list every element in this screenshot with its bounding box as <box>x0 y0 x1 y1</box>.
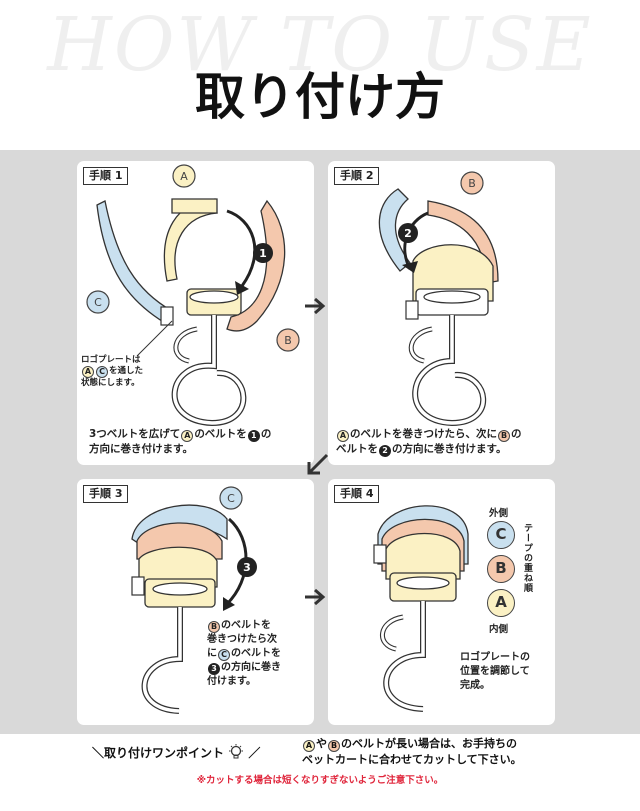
number-3-icon: 3 <box>208 663 220 675</box>
bg-title: HOW TO USE <box>47 2 593 88</box>
slash-divider: ／ <box>248 746 261 760</box>
svg-text:B: B <box>284 334 292 347</box>
caption-text: 巻きつけたら次 <box>207 634 277 645</box>
letter-b-icon: B <box>498 430 510 442</box>
note-line: 状態にします。 <box>81 378 140 388</box>
step-4-illustration <box>373 505 469 712</box>
step-label: 手順 2 <box>334 167 380 185</box>
lightbulb-icon <box>229 744 244 759</box>
tip-label-text: ＼取り付けワンポイント <box>92 746 225 760</box>
letter-b-icon: B <box>328 740 340 752</box>
step-4-panel: 手順 4 外側 C B A 内側 テープの重ね順 ロゴプレートの 位置を調節して… <box>328 479 555 725</box>
letter-a-icon: A <box>181 430 194 442</box>
caption-text: のベルトを巻きつけたら、次に <box>350 428 497 440</box>
caution-note: ※カットする場合は短くなりすぎないようご注意下さい。 <box>196 775 444 786</box>
svg-text:C: C <box>94 296 102 309</box>
caption-text: の <box>511 428 522 440</box>
note-line: ロゴプレートは <box>81 355 141 365</box>
letter-a-icon: A <box>82 366 94 378</box>
layer-order-label: テープの重ね順 <box>522 523 532 593</box>
page-title: 取り付け方 <box>195 67 445 126</box>
tip-label: ＼取り付けワンポイント ／ <box>92 744 260 761</box>
letter-b-icon: B <box>208 621 220 633</box>
caption-text: 完成。 <box>460 680 490 691</box>
caption-text: 方向に巻き付けます。 <box>89 443 193 455</box>
step-label: 手順 4 <box>334 485 380 503</box>
caption-text: ロゴプレートの <box>460 652 530 663</box>
arrow-right-icon <box>305 297 326 315</box>
step-caption: ロゴプレートの 位置を調節して 完成。 <box>460 651 530 693</box>
letter-c-icon: C <box>218 649 230 661</box>
tip-line: のベルトが長い場合は、お手持ちの <box>341 737 517 750</box>
caption-text: ベルトを <box>336 443 378 455</box>
caption-text: のベルトを <box>221 620 271 631</box>
caption-text: の方向に巻き付けます。 <box>392 443 507 455</box>
svg-text:3: 3 <box>243 561 251 574</box>
number-1-icon: 1 <box>247 430 260 442</box>
svg-text:C: C <box>227 492 235 505</box>
svg-text:B: B <box>468 177 476 190</box>
caption-text: の <box>260 428 272 440</box>
tip-line: ベットカートに合わせてカットして下さい。 <box>302 753 522 766</box>
step-label: 手順 3 <box>83 485 129 503</box>
letter-a-icon: A <box>487 589 515 617</box>
letter-c-icon: C <box>96 366 108 378</box>
svg-text:2: 2 <box>404 227 412 240</box>
number-2-icon: 2 <box>379 445 391 457</box>
outer-label: 外側 <box>489 508 509 519</box>
caption-text: のベルトを <box>231 648 281 659</box>
caption-text: に <box>207 648 217 659</box>
letter-a-icon: A <box>303 740 315 752</box>
letter-a-icon: A <box>337 430 349 442</box>
svg-text:1: 1 <box>259 247 267 260</box>
arrow-right-icon <box>305 588 326 606</box>
step-2-illustration: 2 B <box>378 171 499 427</box>
svg-text:A: A <box>180 170 188 183</box>
caption-text: のベルトを <box>194 428 247 440</box>
step-3-illustration: 3 C <box>131 486 257 714</box>
caption-text: 位置を調節して <box>460 666 530 677</box>
arrow-down-left-icon <box>307 453 329 475</box>
step-label: 手順 1 <box>83 167 129 185</box>
step-1-illustration: 1 A C B <box>86 164 300 427</box>
inner-label: 内側 <box>489 624 509 635</box>
letter-b-icon: B <box>487 555 515 583</box>
note-line: を通した <box>109 366 144 376</box>
tip-line: や <box>316 737 327 750</box>
caption-text: 3つベルトを広げて <box>89 428 181 440</box>
caption-text: の方向に巻き <box>221 662 281 673</box>
letter-c-icon: C <box>487 521 515 549</box>
caption-text: 付けます。 <box>207 676 256 687</box>
